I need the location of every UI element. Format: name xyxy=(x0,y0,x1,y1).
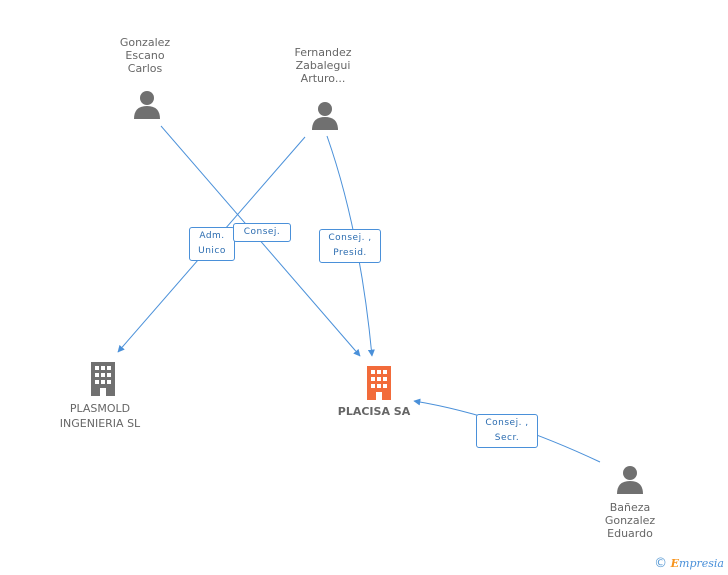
relation-adm-unico[interactable]: Adm. Unico xyxy=(189,227,235,261)
person-icon[interactable] xyxy=(616,465,644,495)
company-label-placisa[interactable]: PLACISA SA xyxy=(337,405,411,418)
copyright-icon: © xyxy=(654,556,668,571)
relation-consej-presid[interactable]: Consej. , Presid. xyxy=(319,229,381,263)
relation-consej-secr[interactable]: Consej. , Secr. xyxy=(476,414,538,448)
brand-footer: © Empresia xyxy=(654,556,724,571)
building-icon[interactable] xyxy=(88,362,118,396)
person-icon[interactable] xyxy=(133,90,161,120)
relation-consej[interactable]: Consej. xyxy=(233,223,291,242)
building-icon[interactable] xyxy=(364,366,394,400)
company-label-plasmold[interactable]: PLASMOLD INGENIERIA SL xyxy=(59,402,141,430)
person-icon[interactable] xyxy=(311,101,339,131)
person-label-fernandez[interactable]: Fernandez Zabalegui Arturo... xyxy=(294,46,352,85)
brand-logo[interactable]: Empresia xyxy=(670,557,724,570)
person-label-baneza[interactable]: Bañeza Gonzalez Eduardo xyxy=(604,501,656,540)
person-label-gonzalez[interactable]: Gonzalez Escano Carlos xyxy=(119,36,171,75)
